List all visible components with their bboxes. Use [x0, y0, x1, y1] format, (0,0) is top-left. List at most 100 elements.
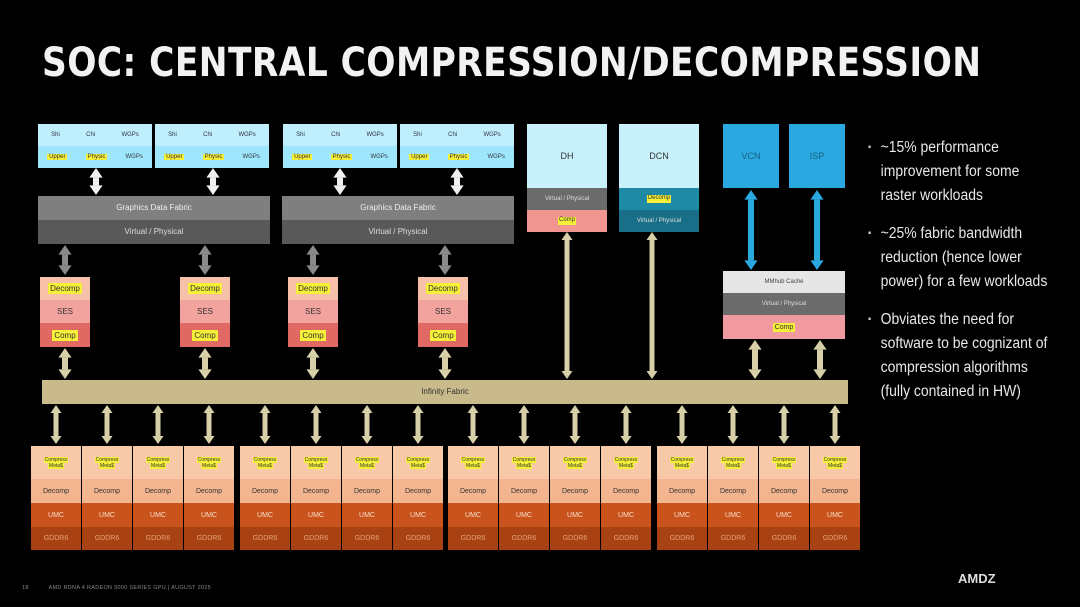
- ses-block: Decomp SES Comp: [418, 277, 468, 347]
- ses-label: SES: [288, 300, 338, 323]
- phy-label: GDDR6: [562, 535, 588, 542]
- dh-comp-label: Comp: [557, 217, 576, 225]
- umc-label: UMC: [257, 511, 273, 519]
- dcn-fabric-arrow: [646, 232, 658, 379]
- meta-label: Meta$: [48, 462, 64, 469]
- gdf-ses-arrow: [58, 245, 72, 275]
- fabric-mc-arrow: [829, 405, 841, 444]
- dcn-sub: Virtual / Physical: [619, 210, 699, 232]
- phy-label: GDDR6: [822, 535, 848, 542]
- cu-label: Shi: [296, 132, 305, 138]
- phy-label: GDDR6: [669, 535, 695, 542]
- phy-label: GDDR6: [405, 535, 431, 542]
- cu-label: Shi: [51, 132, 60, 138]
- vcn-block: VCN: [723, 124, 779, 188]
- comp-label: Comp: [300, 329, 326, 341]
- isp-block: ISP: [789, 124, 845, 188]
- gdf-label: Graphics Data Fabric: [38, 196, 270, 220]
- cu-label: WGPs: [366, 132, 384, 138]
- fabric-mc-arrow: [101, 405, 113, 444]
- decomp-label: Decomp: [719, 487, 747, 495]
- dcn-decomp-label: Decomp: [646, 195, 672, 203]
- umc-label: UMC: [410, 511, 426, 519]
- page-number: 18: [22, 585, 29, 591]
- cu-label: Shi: [413, 132, 422, 138]
- cu-label: Chi: [331, 132, 341, 138]
- cu-label: Chi: [203, 132, 213, 138]
- graphics-data-fabric-left: Graphics Data Fabric Virtual / Physical: [38, 196, 270, 244]
- compress-label: Compress: [720, 456, 746, 463]
- gdf-ses-arrow: [306, 245, 320, 275]
- gdf-sub: Virtual / Physical: [38, 220, 270, 244]
- phy-label: GDDR6: [354, 535, 380, 542]
- meta-label: Meta$: [359, 462, 375, 469]
- gdf-ses-arrow: [438, 245, 452, 275]
- comp-label: Comp: [192, 329, 218, 341]
- ses-fabric-arrow: [198, 348, 212, 379]
- decomp-label: Decomp: [612, 487, 640, 495]
- phy-label: GDDR6: [43, 535, 69, 542]
- phy-label: GDDR6: [196, 535, 222, 542]
- compress-label: Compress: [613, 456, 639, 463]
- ses-label: SES: [418, 300, 468, 323]
- ses-label: SES: [180, 300, 230, 323]
- media-comp-label: Comp: [772, 322, 796, 332]
- decomp-label: Decomp: [188, 283, 222, 294]
- fabric-mc-arrow: [569, 405, 581, 444]
- decomp-label: Decomp: [821, 487, 849, 495]
- decomp-label: Decomp: [195, 487, 223, 495]
- compress-label: Compress: [511, 456, 537, 463]
- compress-label: Compress: [669, 456, 695, 463]
- page-title: SOC: CENTRAL COMPRESSION/DECOMPRESSION: [42, 40, 982, 86]
- fabric-mc-arrow: [518, 405, 530, 444]
- umc-label: UMC: [201, 511, 217, 519]
- meta-label: Meta$: [308, 462, 324, 469]
- ses-fabric-arrow: [438, 348, 452, 379]
- ses-label: SES: [40, 300, 90, 323]
- umc-label: UMC: [618, 511, 634, 519]
- fabric-mc-arrow: [203, 405, 215, 444]
- cu-label: Physic: [447, 154, 470, 160]
- decomp-label: Decomp: [251, 487, 279, 495]
- compress-label: Compress: [303, 456, 329, 463]
- bullet-item: Obviates the need for software to be cog…: [868, 308, 1048, 404]
- comp-label: Comp: [430, 329, 456, 341]
- decomp-label: Decomp: [668, 487, 696, 495]
- footer: 18 AMD RDNA 4 RADEON 9000 SERIES GPU | A…: [22, 585, 211, 591]
- display-hub-block: DH Virtual / Physical Comp: [527, 124, 607, 232]
- phy-label: GDDR6: [460, 535, 486, 542]
- ses-block: Decomp SES Comp: [40, 277, 90, 347]
- infinity-fabric: Infinity Fabric: [42, 380, 848, 404]
- fabric-mc-arrow: [778, 405, 790, 444]
- phy-label: GDDR6: [511, 535, 537, 542]
- cu-fabric-arrow: [333, 168, 347, 195]
- cu-label: Shi: [168, 132, 177, 138]
- cu-label: WGPs: [487, 154, 505, 160]
- umc-label: UMC: [516, 511, 532, 519]
- fabric-mc-arrow: [152, 405, 164, 444]
- media-fabric-arrow: [813, 340, 827, 379]
- cu-label: WGPs: [370, 154, 388, 160]
- umc-label: UMC: [725, 511, 741, 519]
- decomp-label: Decomp: [770, 487, 798, 495]
- phy-label: GDDR6: [720, 535, 746, 542]
- cu-label: WGPs: [125, 154, 143, 160]
- umc-label: UMC: [567, 511, 583, 519]
- isp-media-arrow: [810, 190, 824, 270]
- fabric-mc-arrow: [467, 405, 479, 444]
- media-fabric-arrow: [748, 340, 762, 379]
- phy-label: GDDR6: [145, 535, 171, 542]
- cu-label: Upper: [292, 154, 313, 160]
- meta-label: Meta$: [201, 462, 217, 469]
